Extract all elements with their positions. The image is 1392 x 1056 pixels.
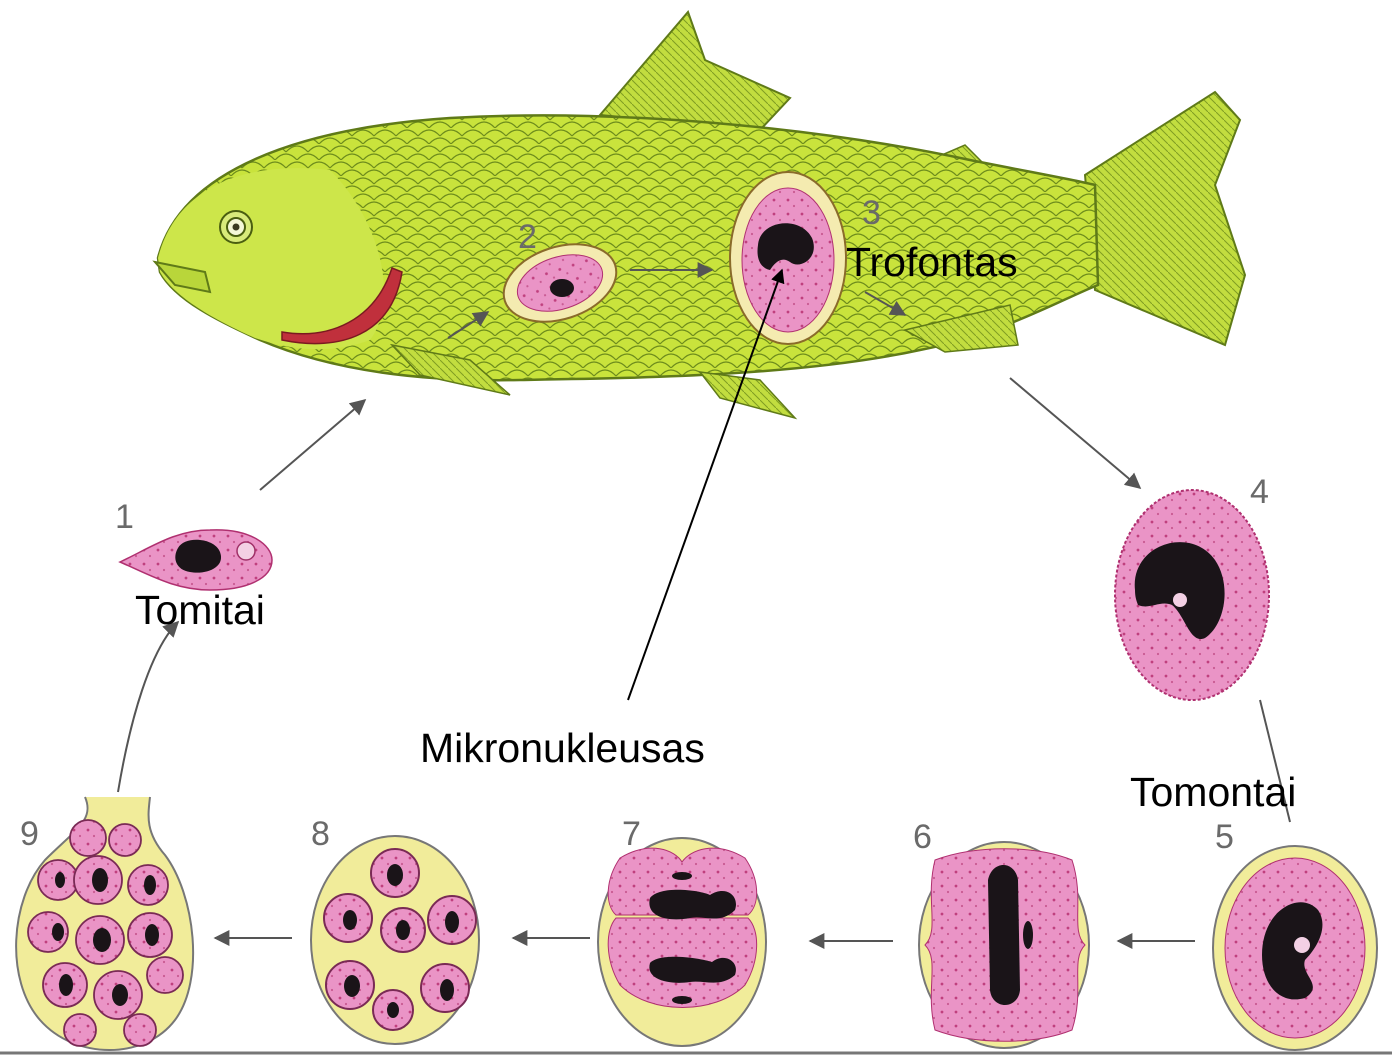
tail-fin	[1085, 92, 1245, 345]
stage-number-3: 3	[862, 194, 881, 232]
pelvic-fin	[700, 372, 795, 418]
stage-number-4: 4	[1250, 473, 1269, 511]
stage-5-cyst-icon	[1213, 846, 1377, 1050]
stage-number-1: 1	[115, 498, 134, 536]
stage-3-cell-icon	[730, 172, 846, 344]
label-mikronukleusas: Mikronukleusas	[420, 725, 705, 771]
stage-8-cyst-icon	[311, 836, 479, 1044]
fish-eye-icon	[220, 211, 252, 243]
fish-host-icon	[155, 12, 1245, 418]
stage-6-cyst-icon	[919, 842, 1089, 1048]
dorsal-fin	[600, 12, 790, 130]
stage-9-cyst-icon	[16, 797, 193, 1050]
stage-7-cyst-icon	[598, 838, 766, 1046]
stage-number-2: 2	[518, 218, 537, 256]
label-tomitai: Tomitai	[135, 587, 265, 633]
stage-number-7: 7	[622, 815, 641, 853]
label-trofontas: Trofontas	[846, 239, 1018, 285]
stage-4-tomont-icon	[1115, 490, 1269, 700]
label-tomontai: Tomontai	[1130, 769, 1296, 815]
stage-number-9: 9	[20, 815, 39, 853]
stage-number-6: 6	[913, 818, 932, 856]
stage-number-5: 5	[1215, 818, 1234, 856]
stage-1-tomite-icon	[120, 530, 272, 590]
stage-number-8: 8	[311, 815, 330, 853]
